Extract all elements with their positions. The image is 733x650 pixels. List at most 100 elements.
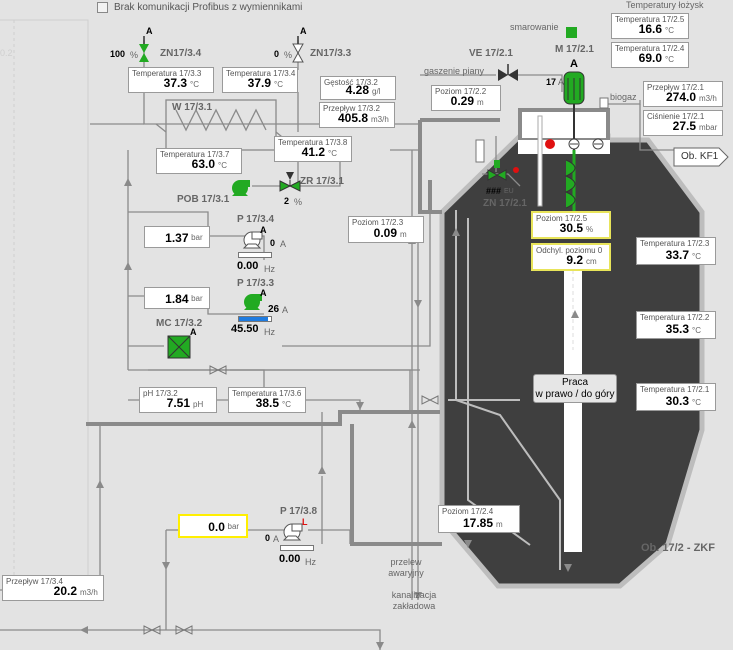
cisnienie-17-2-1-box[interactable]: Ciśnienie 17/2.1 27.5 mbar bbox=[643, 110, 723, 136]
p17-3-8-current-unit: A bbox=[273, 534, 280, 544]
przeplyw-17-2-1-value: 274.0 bbox=[665, 90, 696, 104]
temp-17-2-2-box[interactable]: Temperatura 17/2.2 35.3 °C bbox=[636, 311, 716, 339]
pressure-p17-3-3-box[interactable]: 1.84 bar bbox=[144, 287, 210, 309]
smarowanie-label: smarowanie bbox=[510, 22, 559, 32]
valve-zn17-3-4 bbox=[139, 36, 149, 62]
poziom-17-2-2-box[interactable]: Poziom 17/2.2 0.29 m bbox=[431, 85, 501, 111]
p17-3-8-current: 0 bbox=[265, 533, 271, 543]
ph-17-3-2-box[interactable]: pH 17/3.2 7.51 pH bbox=[139, 387, 217, 413]
temp-17-2-2-value: 35.3 bbox=[665, 322, 689, 336]
poziom-17-2-5-box[interactable]: Poziom 17/2.5 30.5 % bbox=[531, 211, 611, 239]
p17-3-3-current-unit: A bbox=[282, 305, 289, 315]
temp-17-3-3-box[interactable]: Temperatura 17/3.3 37.3 °C bbox=[128, 67, 214, 93]
temp-17-3-6-value: 38.5 bbox=[255, 396, 279, 410]
profibus-checkbox[interactable] bbox=[97, 2, 108, 13]
poziom-17-2-3-box[interactable]: Poziom 17/2.3 0.09 m bbox=[348, 216, 424, 243]
odchyl-box[interactable]: Odchyl. poziomu 0 9.2 cm bbox=[531, 243, 611, 271]
temp-17-2-3-value: 33.7 bbox=[665, 248, 689, 262]
temp-17-2-4-label: Temperatura 17/2.4 bbox=[615, 44, 685, 53]
kf1-link[interactable] bbox=[673, 147, 729, 167]
temp-17-3-6-box[interactable]: Temperatura 17/3.6 38.5 °C bbox=[228, 387, 306, 413]
ve17-2-1-label[interactable]: VE 17/2.1 bbox=[469, 48, 513, 59]
temp-17-2-1-label: Temperatura 17/2.1 bbox=[640, 385, 710, 394]
temp-17-3-7-unit: °C bbox=[218, 161, 227, 170]
p17-3-3-label[interactable]: P 17/3.3 bbox=[237, 278, 275, 289]
temp-17-2-4-box[interactable]: Temperatura 17/2.4 69.0 °C bbox=[611, 42, 689, 68]
svg-text:0.2: 0.2 bbox=[0, 48, 13, 58]
p17-3-8-freq-unit: Hz bbox=[305, 557, 316, 567]
praca-line-1: Praca bbox=[561, 377, 589, 388]
poziom-17-2-3-unit: m bbox=[400, 230, 407, 239]
p17-3-4-label[interactable]: P 17/3.4 bbox=[237, 214, 275, 225]
pump-pob17-3-1 bbox=[232, 180, 250, 196]
przeplyw-17-3-2-box[interactable]: Przepływ 17/3.2 405.8 m3/h bbox=[319, 102, 395, 128]
temp-17-3-7-box[interactable]: Temperatura 17/3.7 63.0 °C bbox=[156, 148, 242, 174]
temp-17-3-8-value: 41.2 bbox=[301, 145, 325, 159]
zr17-3-1-label[interactable]: ZR 17/3.1 bbox=[300, 176, 344, 187]
cisnienie-17-2-1-label: Ciśnienie 17/2.1 bbox=[647, 112, 705, 121]
pressure-p17-3-8-unit: bar bbox=[227, 522, 240, 531]
gestosc-box[interactable]: Gęstość 17/3.2 4.28 g/l bbox=[320, 76, 396, 100]
valve-zn17-3-3 bbox=[292, 36, 304, 63]
valve-ve17-2-1 bbox=[498, 64, 518, 81]
m17-2-1-label[interactable]: M 17/2.1 bbox=[555, 44, 594, 55]
biogaz-label: biogaz bbox=[610, 92, 637, 102]
gestosc-label: Gęstość 17/3.2 bbox=[324, 78, 378, 87]
przelew-line-2: awaryjny bbox=[388, 568, 424, 578]
odchyl-value: 9.2 bbox=[566, 253, 583, 267]
p17-3-4-freq-unit: Hz bbox=[264, 264, 275, 274]
p17-3-8-freq-bar bbox=[280, 545, 314, 551]
poziom-17-2-2-label: Poziom 17/2.2 bbox=[435, 87, 487, 96]
temp-17-3-3-label: Temperatura 17/3.3 bbox=[132, 69, 202, 78]
poziom-17-2-2-value: 0.29 bbox=[450, 94, 474, 108]
pob-label[interactable]: POB 17/3.1 bbox=[177, 194, 230, 205]
temp-17-3-4-box[interactable]: Temperatura 17/3.4 37.9 °C bbox=[222, 67, 298, 93]
pressure-p17-3-4-box[interactable]: 1.37 bar bbox=[144, 226, 210, 248]
zn17-3-4-label[interactable]: ZN17/3.4 bbox=[160, 48, 202, 59]
zn17-3-3-pct: 0 bbox=[274, 49, 280, 59]
pressure-p17-3-8-box[interactable]: 0.0 bar bbox=[178, 514, 248, 538]
mc17-3-2-mode: A bbox=[190, 327, 197, 337]
kanal-line-2: zakładowa bbox=[392, 601, 436, 611]
p17-3-4-freq: 0.00 bbox=[237, 260, 259, 272]
zn17-3-4-mode: A bbox=[146, 26, 153, 36]
poziom-17-2-3-label: Poziom 17/2.3 bbox=[352, 218, 404, 227]
p17-3-4-freq-bar bbox=[238, 252, 272, 258]
temp-17-3-4-value: 37.9 bbox=[247, 76, 271, 90]
zn17-3-3-label[interactable]: ZN17/3.3 bbox=[310, 48, 352, 59]
temp-17-3-7-value: 63.0 bbox=[191, 157, 215, 171]
poziom-17-2-4-box[interactable]: Poziom 17/2.4 17.85 m bbox=[438, 505, 520, 533]
smarowanie-indicator bbox=[566, 27, 577, 38]
praca-line-2: w prawo / do góry bbox=[535, 389, 615, 400]
kanal-line-1: kanalizacja bbox=[391, 590, 437, 600]
gestosc-unit: g/l bbox=[372, 87, 381, 96]
zr17-3-1-pct: 2 bbox=[284, 196, 290, 206]
temp-17-2-5-box[interactable]: Temperatura 17/2.5 16.6 °C bbox=[611, 13, 689, 39]
temp-17-3-8-box[interactable]: Temperatura 17/3.8 41.2 °C bbox=[274, 136, 352, 162]
odchyl-label: Odchyl. poziomu 0 bbox=[536, 246, 603, 255]
zn17-2-1-label[interactable]: ZN 17/2.1 bbox=[483, 198, 527, 209]
p17-3-8-freq: 0.00 bbox=[279, 553, 301, 565]
m17-2-1-mode: A bbox=[570, 58, 578, 70]
temp-17-3-3-value: 37.3 bbox=[163, 76, 187, 90]
temp-17-2-1-box[interactable]: Temperatura 17/2.1 30.3 °C bbox=[636, 383, 716, 411]
poziom-17-2-4-unit: m bbox=[496, 520, 503, 529]
temp-17-2-4-unit: °C bbox=[665, 55, 674, 64]
temp-17-3-3-unit: °C bbox=[190, 80, 199, 89]
temp-17-2-3-box[interactable]: Temperatura 17/2.3 33.7 °C bbox=[636, 237, 716, 265]
przeplyw-17-2-1-unit: m3/h bbox=[699, 94, 717, 103]
przeplyw-17-2-1-box[interactable]: Przepływ 17/2.1 274.0 m3/h bbox=[643, 81, 723, 107]
mc17-3-2-label[interactable]: MC 17/3.2 bbox=[156, 318, 203, 329]
zn17-3-3-unit: % bbox=[284, 50, 293, 60]
p17-3-3-mode: A bbox=[260, 288, 267, 298]
przeplyw-17-3-4-box[interactable]: Przepływ 17/3.4 20.2 m3/h bbox=[2, 575, 104, 601]
p17-3-8-label[interactable]: P 17/3.8 bbox=[280, 506, 318, 517]
kf1-label[interactable]: Ob. KF1 bbox=[681, 151, 719, 162]
p17-3-3-current: 26 bbox=[268, 304, 280, 315]
valve-zn17-2-1 bbox=[487, 160, 519, 181]
motor-m17-2-1 bbox=[563, 71, 585, 220]
temp-17-2-3-unit: °C bbox=[692, 252, 701, 261]
